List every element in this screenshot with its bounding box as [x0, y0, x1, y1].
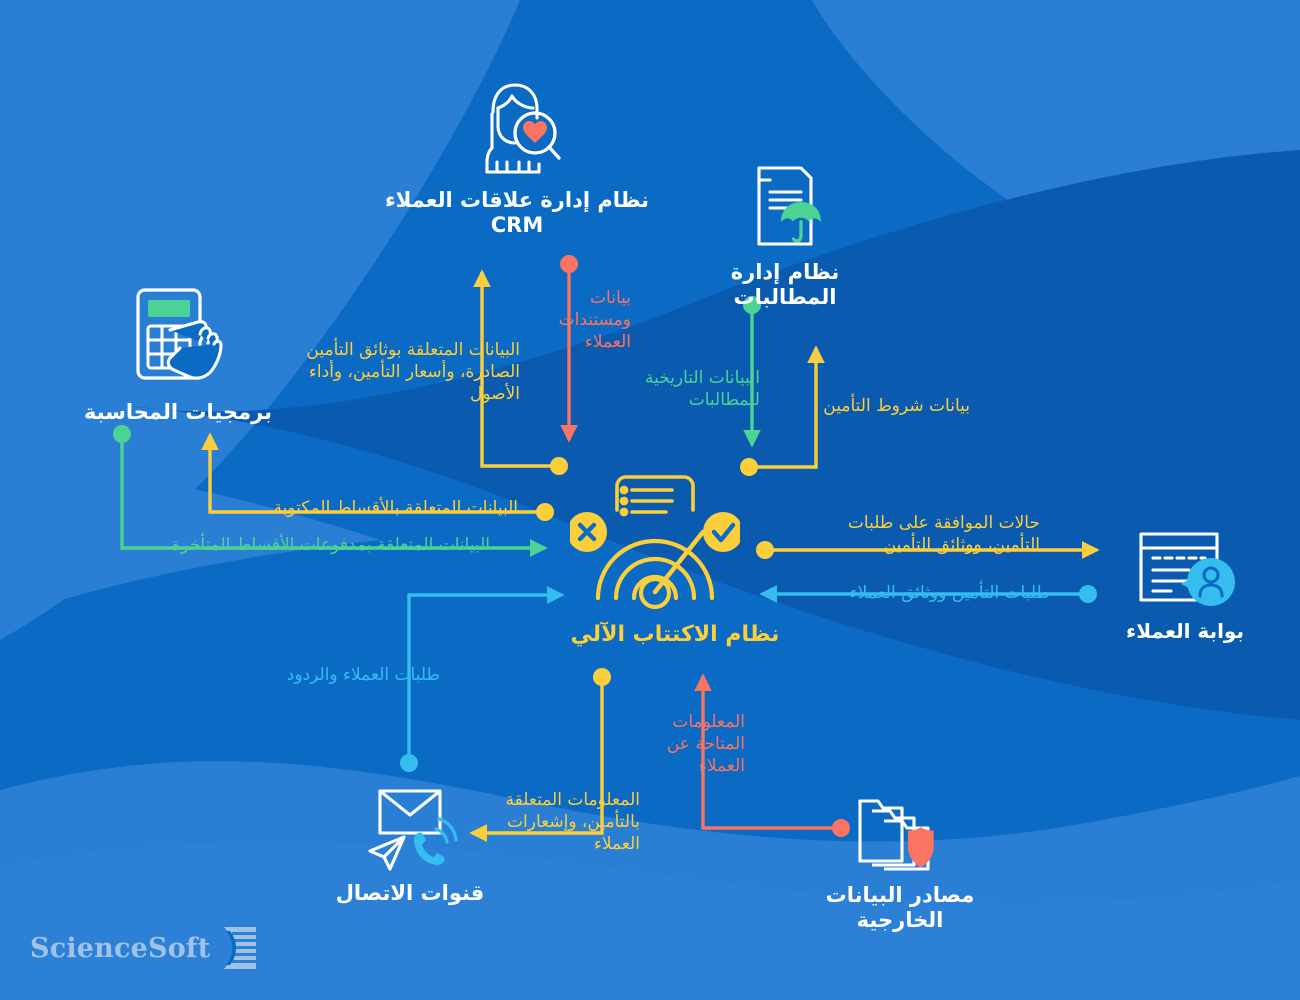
- node-claims-title: نظام إدارة المطالبات: [730, 260, 840, 309]
- node-channels[interactable]: قنوات الاتصال: [300, 785, 520, 906]
- wire-portal-out: [756, 541, 1100, 559]
- edge-label-crm-out: البيانات المتعلقة بوثائق التأمين الصادرة…: [306, 340, 520, 404]
- edge-label-accounting-out: البيانات المتعلقة بالأقساط المكتوبة: [273, 498, 518, 518]
- wire-accounting-in: [113, 425, 548, 557]
- hub-title: نظام الاكتتاب الآلي: [570, 622, 780, 647]
- claims-document-umbrella-icon: [757, 166, 821, 246]
- phone-call-glyph: [414, 817, 458, 865]
- wire-channels-in: [400, 586, 565, 772]
- paper-plane-glyph: [368, 835, 406, 871]
- node-external-title: مصادر البيانات الخارجية: [825, 883, 975, 932]
- wave-mid-dark: [130, 150, 1300, 720]
- wave-bottom-shade: [0, 842, 1300, 1000]
- node-crm-title: نظام إدارة علاقات العملاء CRM: [385, 188, 649, 237]
- wave-bottom: [0, 761, 1300, 1000]
- node-crm[interactable]: نظام إدارة علاقات العملاء CRM: [382, 78, 652, 238]
- node-hub[interactable]: [570, 470, 740, 618]
- wire-channels-out: [469, 668, 611, 842]
- calculator-display: [148, 300, 190, 317]
- edge-label-channels-in: طلبات العملاء والردود: [286, 665, 440, 685]
- edge-label-accounting-in: البيانات المتعلقة بمدفوعات الأقساط المتأ…: [171, 535, 490, 555]
- heart-glyph: [523, 121, 547, 143]
- wire-crm-out: [473, 269, 568, 475]
- wire-external-in: [694, 673, 850, 837]
- shield-glyph: [907, 827, 934, 868]
- wire-accounting-out: [201, 432, 554, 521]
- gauge-needle: [638, 529, 706, 610]
- sciencesoft-logo-icon: [224, 927, 257, 969]
- gauge-checklist-icon: [570, 475, 740, 610]
- node-accounting-title: برمجيات المحاسبة: [83, 400, 273, 424]
- sciencesoft-logo-text: ScienceSoft: [30, 932, 211, 964]
- node-external[interactable]: مصادر البيانات الخارجية: [780, 785, 1020, 933]
- edge-label-claims-out: بيانات شروط التأمين: [823, 396, 970, 416]
- edge-label-portal-in: طلبات التأمين ووثائق العملاء: [849, 583, 1050, 603]
- customer-portal-icon: [1139, 532, 1235, 606]
- wire-claims-in: [743, 296, 761, 448]
- edge-label-portal-out: حالات الموافقة على طلبات التأمين، ووثائق…: [847, 513, 1040, 555]
- approve-badge: [703, 512, 740, 552]
- node-portal-title: بوابة العملاء: [1126, 619, 1244, 643]
- calculator-hand-icon: [136, 288, 223, 380]
- node-claims[interactable]: نظام إدارة المطالبات: [665, 160, 905, 310]
- external-data-folders-shield-icon: [858, 799, 934, 871]
- edge-label-channels-out: المعلومات المتعلقة بالتأمين، وإشعارات ال…: [505, 790, 640, 854]
- node-accounting[interactable]: برمجيات المحاسبة: [58, 282, 298, 425]
- reject-badge: [570, 512, 607, 552]
- wire-portal-in: [759, 585, 1097, 603]
- wire-claims-out: [740, 345, 825, 476]
- wave-mid-left-light: [0, 455, 380, 618]
- wire-crm-in: [560, 255, 578, 443]
- sciencesoft-logo[interactable]: ScienceSoft: [30, 925, 260, 971]
- edge-label-crm-in: بيانات ومستندات العملاء: [558, 288, 631, 352]
- customer-relationship-icon: [485, 83, 561, 174]
- user-bubble-glyph: [1181, 558, 1235, 606]
- node-portal[interactable]: بوابة العملاء: [1085, 528, 1285, 644]
- edge-label-external-in: المعلومات المتاحة عن العملاء: [666, 712, 745, 776]
- node-channels-title: قنوات الاتصال: [335, 881, 485, 905]
- communication-channels-icon: [368, 789, 458, 871]
- hand-glyph: [166, 320, 223, 380]
- umbrella-glyph: [781, 202, 821, 243]
- edge-label-claims-in: البيانات التاريخية للمطالبات: [644, 368, 760, 410]
